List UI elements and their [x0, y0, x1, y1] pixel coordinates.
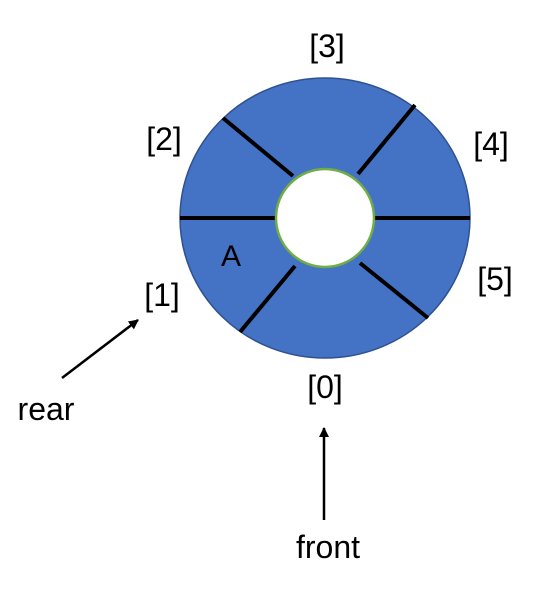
slot-dividers — [180, 103, 470, 334]
slot-label-1: [1] — [144, 277, 180, 313]
slot-label-5: [5] — [477, 261, 513, 297]
cell-value-slot1: A — [221, 240, 241, 273]
divider-3-4 — [356, 103, 417, 176]
divider-0-1 — [238, 264, 297, 334]
slot-label-0: [0] — [307, 369, 343, 405]
rear-arrow — [61, 319, 139, 379]
slot-label-2: [2] — [146, 121, 182, 157]
front-label: front — [296, 529, 360, 565]
divider-2-3 — [221, 116, 295, 178]
slot-label-4: [4] — [473, 126, 509, 162]
divider-5-0 — [358, 261, 430, 320]
slot-label-3: [3] — [309, 28, 345, 64]
rear-label: rear — [18, 391, 75, 427]
queue-hole — [274, 167, 376, 269]
